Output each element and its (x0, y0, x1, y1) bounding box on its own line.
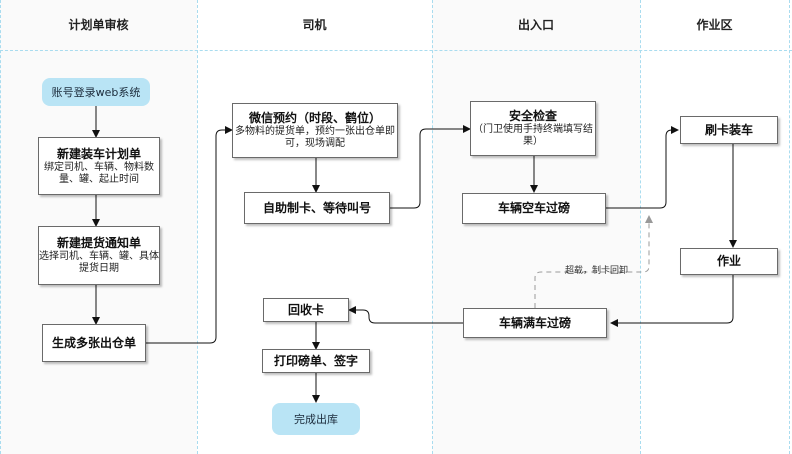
node-subtitle: 多物料的提货单，预约一张出仓单即可，现场调配 (235, 126, 395, 149)
node-operation: 作业 (680, 248, 778, 275)
node-title: 自助制卡、等待叫号 (262, 200, 371, 215)
node-title: 车辆空车过磅 (497, 201, 570, 215)
node-title: 刷卡装车 (704, 122, 753, 137)
node-title: 车辆满车过磅 (498, 315, 571, 330)
edge-operate-to-full (610, 275, 734, 327)
node-login: 账号登录web系统 (42, 78, 150, 106)
lane-divider (0, 0, 1, 454)
node-title: 新建提货通知单 (56, 236, 141, 250)
lane-title-work-area: 作业区 (696, 18, 733, 32)
edge-multi-to-wechat (146, 126, 233, 344)
node-title: 微信预约（时段、鹤位） (248, 111, 381, 125)
node-security-check: 安全检查 （门卫使用手持终端填写结果） (470, 101, 596, 156)
node-new-load-plan: 新建装车计划单 绑定司机、车辆、物料数量、罐、起止时间 (38, 137, 160, 195)
lane-divider (197, 0, 198, 454)
lane-title-driver: 司机 (302, 18, 327, 32)
node-subtitle: 绑定司机、车辆、物料数量、罐、起止时间 (44, 161, 154, 185)
node-title: 安全检查 (508, 109, 557, 123)
node-title: 打印磅单、签字 (273, 353, 358, 368)
header-divider (0, 50, 792, 51)
node-print-slip-sign: 打印磅单、签字 (262, 349, 370, 373)
lane-divider (789, 0, 790, 454)
edge-overload-return (534, 215, 653, 308)
lane-title-gate: 出入口 (517, 18, 554, 32)
node-subtitle: （门卫使用手持终端填写结果） (473, 124, 593, 147)
node-title: 作业 (716, 254, 741, 268)
node-subtitle: 选择司机、车辆、罐、具体提货日期 (39, 251, 159, 274)
node-title: 生成多张出仓单 (51, 335, 136, 350)
lane-divider (640, 0, 641, 454)
node-swipe-card-loading: 刷卡装车 (680, 116, 778, 144)
edge-empty-to-swipe (606, 126, 679, 209)
edge-full-to-recycle (348, 306, 463, 324)
overload-annotation: 超载，制卡回卸 (565, 266, 629, 276)
node-full-truck-weighing: 车辆满车过磅 (463, 308, 607, 338)
lane-background-gate (432, 0, 640, 454)
node-complete-outbound: 完成出库 (272, 403, 360, 435)
lane-title-plan-review: 计划单审核 (68, 18, 129, 32)
node-title: 新建装车计划单 (56, 146, 141, 161)
node-wechat-booking: 微信预约（时段、鹤位） 多物料的提货单，预约一张出仓单即可，现场调配 (232, 103, 398, 158)
node-new-pickup-notice: 新建提货通知单 选择司机、车辆、罐、具体提货日期 (38, 226, 160, 285)
node-self-service-card: 自助制卡、等待叫号 (244, 192, 390, 224)
node-title: 回收卡 (287, 302, 324, 317)
node-recycle-card: 回收卡 (263, 298, 349, 322)
node-generate-out-orders: 生成多张出仓单 (42, 324, 146, 362)
node-empty-truck-weighing: 车辆空车过磅 (462, 193, 606, 224)
lane-divider (432, 0, 433, 454)
edge-selfcard-to-security (390, 125, 471, 209)
